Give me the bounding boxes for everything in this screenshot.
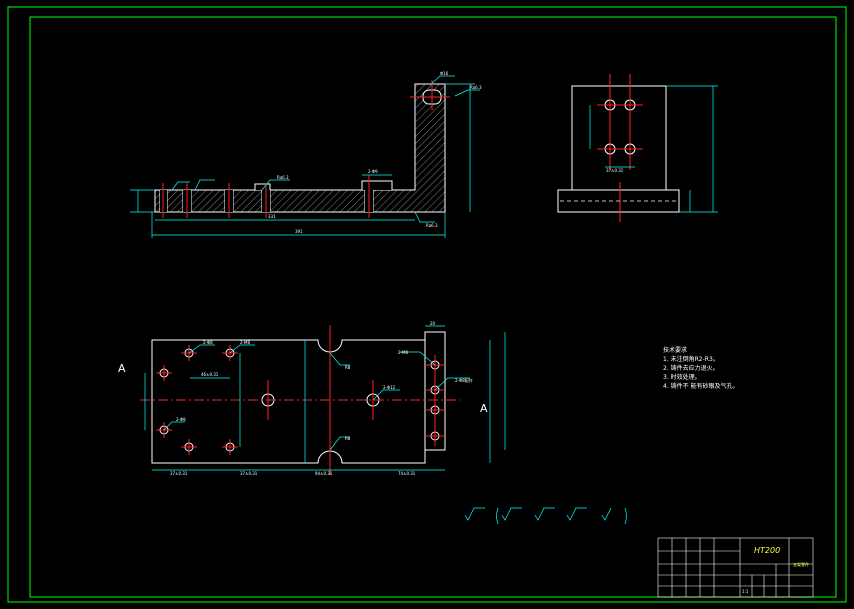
svg-text:331: 331 — [268, 214, 276, 219]
title-block-material: HT200 — [754, 546, 781, 555]
tech-req-item-4: 4. 铸件不 能有砂眼及气孔。 — [663, 383, 739, 390]
svg-text:R8: R8 — [345, 365, 351, 370]
svg-text:2-M8: 2-M8 — [240, 340, 250, 345]
svg-text:2-Φ12: 2-Φ12 — [383, 385, 396, 390]
svg-text:Φ16: Φ16 — [440, 71, 449, 76]
svg-text:Ra6.3: Ra6.3 — [426, 223, 438, 228]
svg-text:20: 20 — [430, 321, 436, 326]
title-block-scale: 1:1 — [742, 589, 749, 594]
svg-text:2-Φ8配作: 2-Φ8配作 — [455, 377, 473, 383]
title-block-part-name: 支架零件 — [793, 562, 809, 567]
tech-req-item-3: 3. 时效处理。 — [663, 374, 701, 381]
svg-text:391: 391 — [295, 229, 303, 234]
svg-text:Ra6.3: Ra6.3 — [277, 175, 289, 180]
section-label-right: A — [480, 402, 488, 415]
svg-text:37±0.31: 37±0.31 — [170, 471, 188, 476]
svg-text:46±0.31: 46±0.31 — [201, 372, 219, 377]
top-view: 37±0.31 37±0.31 94±0.31 74±0.31 46±0.31 … — [140, 321, 506, 476]
svg-text:2-M8: 2-M8 — [398, 350, 408, 355]
tech-req-item-2: 2. 铸件去应力退火。 — [663, 365, 719, 372]
drawing-frame — [7, 6, 847, 603]
svg-text:R8: R8 — [345, 436, 351, 441]
tech-req-item-1: 1. 未注倒角R2-R3。 — [663, 356, 719, 363]
svg-text:2-Φ9: 2-Φ9 — [368, 169, 378, 174]
svg-text:74±0.31: 74±0.31 — [398, 471, 416, 476]
front-view-section — [154, 83, 446, 213]
tech-req-heading: 技术要求 — [663, 347, 688, 354]
svg-text:2-Φ8: 2-Φ8 — [176, 417, 186, 422]
roughness-legend — [464, 507, 627, 525]
svg-text:94±0.31: 94±0.31 — [315, 471, 333, 476]
title-block — [657, 537, 814, 598]
svg-text:37±0.31: 37±0.31 — [240, 471, 258, 476]
section-label-left: A — [118, 362, 126, 375]
front-view: 331 391 2-Φ9 Φ16 Ra6.3 Ra6.3 Ra6.3 — [130, 71, 482, 238]
side-view: 37±0.31 — [557, 74, 718, 222]
svg-text:2-Φ8: 2-Φ8 — [203, 340, 213, 345]
svg-text:37±0.31: 37±0.31 — [606, 168, 624, 173]
svg-text:Ra6.3: Ra6.3 — [470, 85, 482, 90]
